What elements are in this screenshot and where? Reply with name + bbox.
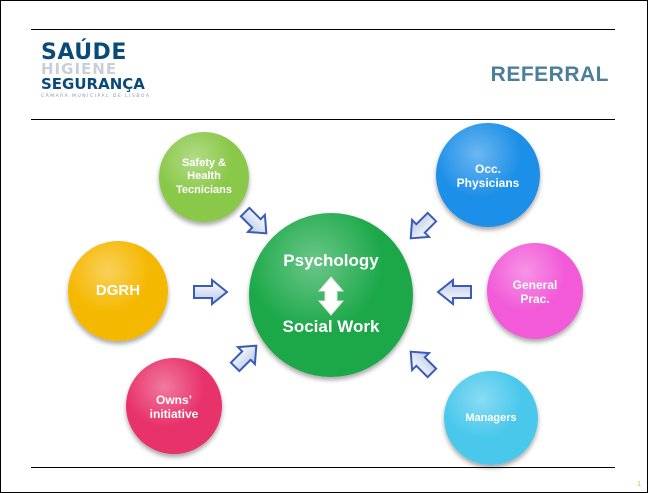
node-occ — [436, 123, 540, 227]
label-managers: Managers — [465, 412, 517, 425]
node-general — [487, 243, 583, 339]
node-owns — [126, 358, 222, 454]
node-managers — [444, 371, 538, 465]
label-dgrh: DGRH — [95, 282, 141, 299]
logo-line-4: CÂMARA MUNICIPAL DE LISBOA — [41, 94, 151, 99]
node-safety — [159, 132, 249, 222]
label-general: General Prac. — [512, 277, 558, 306]
arrow-from-dgrh — [193, 277, 229, 307]
label-safety: Safety & Health Tecnicians — [175, 157, 233, 196]
top-rule — [31, 29, 615, 30]
arrow-from-occ — [409, 211, 438, 240]
label-owns: Owns’ initiative — [149, 392, 199, 421]
double-arrow-icon — [317, 276, 345, 316]
logo: SAÚDE HIGIENE SEGURANÇA CÂMARA MUNICIPAL… — [41, 40, 161, 100]
center-bottom-label: Social Work — [282, 316, 380, 336]
center-top-label: Psychology — [283, 250, 379, 270]
logo-line-1: SAÚDE — [41, 40, 127, 65]
label-occ: Occ. Physicians — [456, 161, 520, 190]
logo-line-2: HIGIENE — [41, 60, 118, 78]
arrow-from-safety — [239, 206, 268, 235]
header-rule — [31, 119, 615, 120]
footer-rule — [31, 467, 615, 468]
page-number: 1 — [637, 481, 641, 488]
logo-line-3: SEGURANÇA — [41, 75, 145, 93]
arrow-from-owns — [229, 344, 258, 373]
page-title: REFERRAL — [490, 63, 609, 86]
arrow-from-general — [436, 277, 472, 307]
node-dgrh — [68, 241, 168, 341]
arrow-from-managers — [409, 350, 438, 379]
